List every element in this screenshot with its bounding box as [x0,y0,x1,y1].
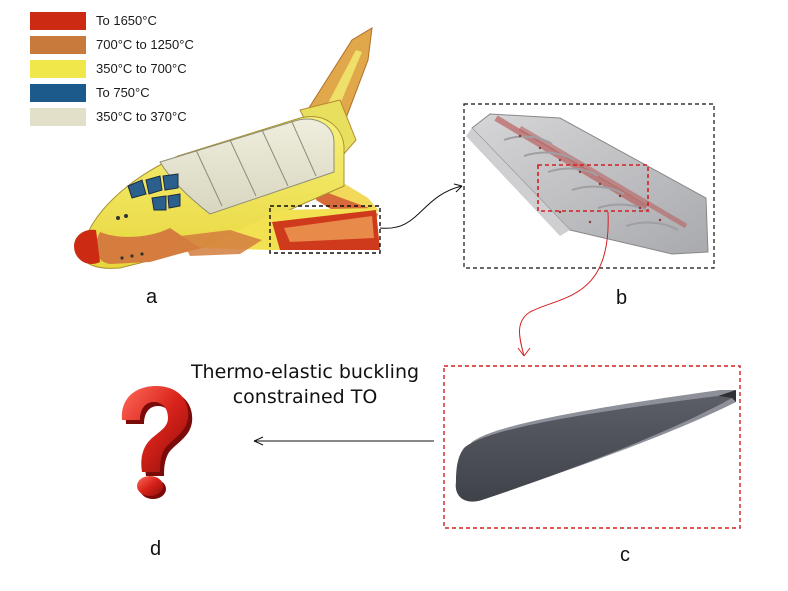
rib-airfoil-frame [443,365,741,529]
panel-label-b: b [616,287,628,309]
legend-swatch [30,60,86,78]
legend-label: To 1650°C [96,13,157,28]
connector-arrow-a-to-b [379,185,463,229]
legend-label: 350°C to 700°C [96,61,187,76]
question-mark-icon [121,386,193,499]
wing-structure-illustration [466,113,709,255]
arrow-caption-line-1: Thermo-elastic buckling [190,361,420,383]
wing-selection-box [269,205,381,254]
temperature-legend: To 1650°C 700°C to 1250°C 350°C to 700°C… [30,12,230,132]
legend-label: 350°C to 370°C [96,109,187,124]
wing-structure-frame [463,103,715,269]
space-shuttle-illustration [74,27,380,269]
airfoil-rib-illustration [455,390,736,502]
panel-label-d: d [150,538,162,560]
rib-selection-box [537,164,649,212]
legend-swatch [30,108,86,126]
arrow-caption-line-2: constrained TO [232,386,378,408]
legend-entry: 700°C to 1250°C [30,36,230,54]
legend-entry: To 750°C [30,84,230,102]
legend-entry: 350°C to 370°C [30,108,230,126]
legend-swatch [30,12,86,30]
panel-label-a: a [146,286,158,308]
legend-label: 700°C to 1250°C [96,37,194,52]
legend-swatch [30,84,86,102]
arrow-caption: Thermo-elastic buckling constrained TO [170,360,440,410]
legend-label: To 750°C [96,85,150,100]
panel-label-c: c [620,544,630,566]
connector-arrow-b-to-c [519,211,609,357]
legend-swatch [30,36,86,54]
legend-entry: To 1650°C [30,12,230,30]
legend-entry: 350°C to 700°C [30,60,230,78]
